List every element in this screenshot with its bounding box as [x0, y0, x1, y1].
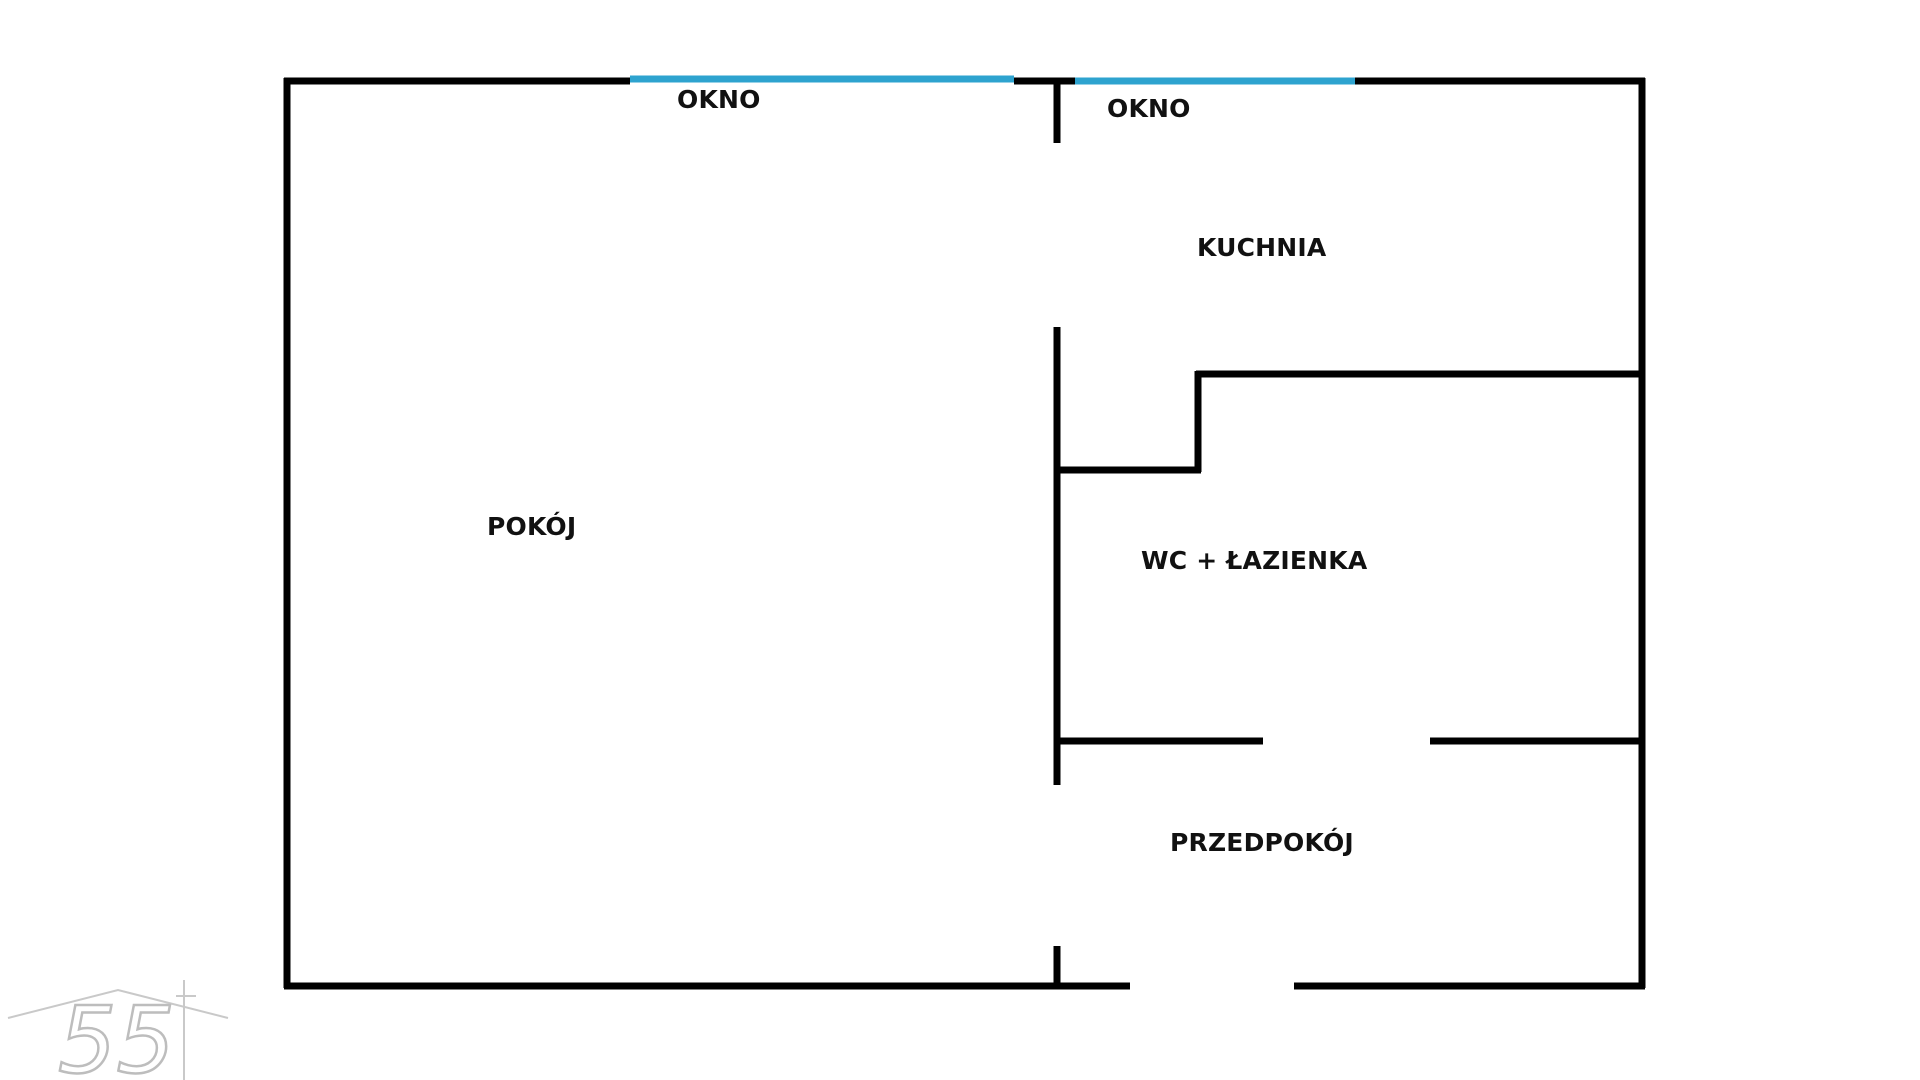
labels: OKNO OKNO KUCHNIA POKÓJ WC + ŁAZIENKA PR… [487, 85, 1368, 857]
room-label-bathroom: WC + ŁAZIENKA [1141, 546, 1368, 575]
window-label-left: OKNO [677, 85, 761, 114]
windows [630, 75, 1355, 85]
room-label-hallway: PRZEDPOKÓJ [1170, 827, 1354, 857]
logo-watermark: 55 [7, 980, 229, 1080]
interior-walls [1053, 78, 1645, 988]
outer-walls [283, 77, 1646, 990]
window-label-right: OKNO [1107, 94, 1191, 123]
room-label-room: POKÓJ [487, 511, 576, 541]
house-outline-icon [7, 980, 229, 1080]
logo-mark: 55 [58, 987, 175, 1080]
room-label-kitchen: KUCHNIA [1197, 233, 1327, 262]
